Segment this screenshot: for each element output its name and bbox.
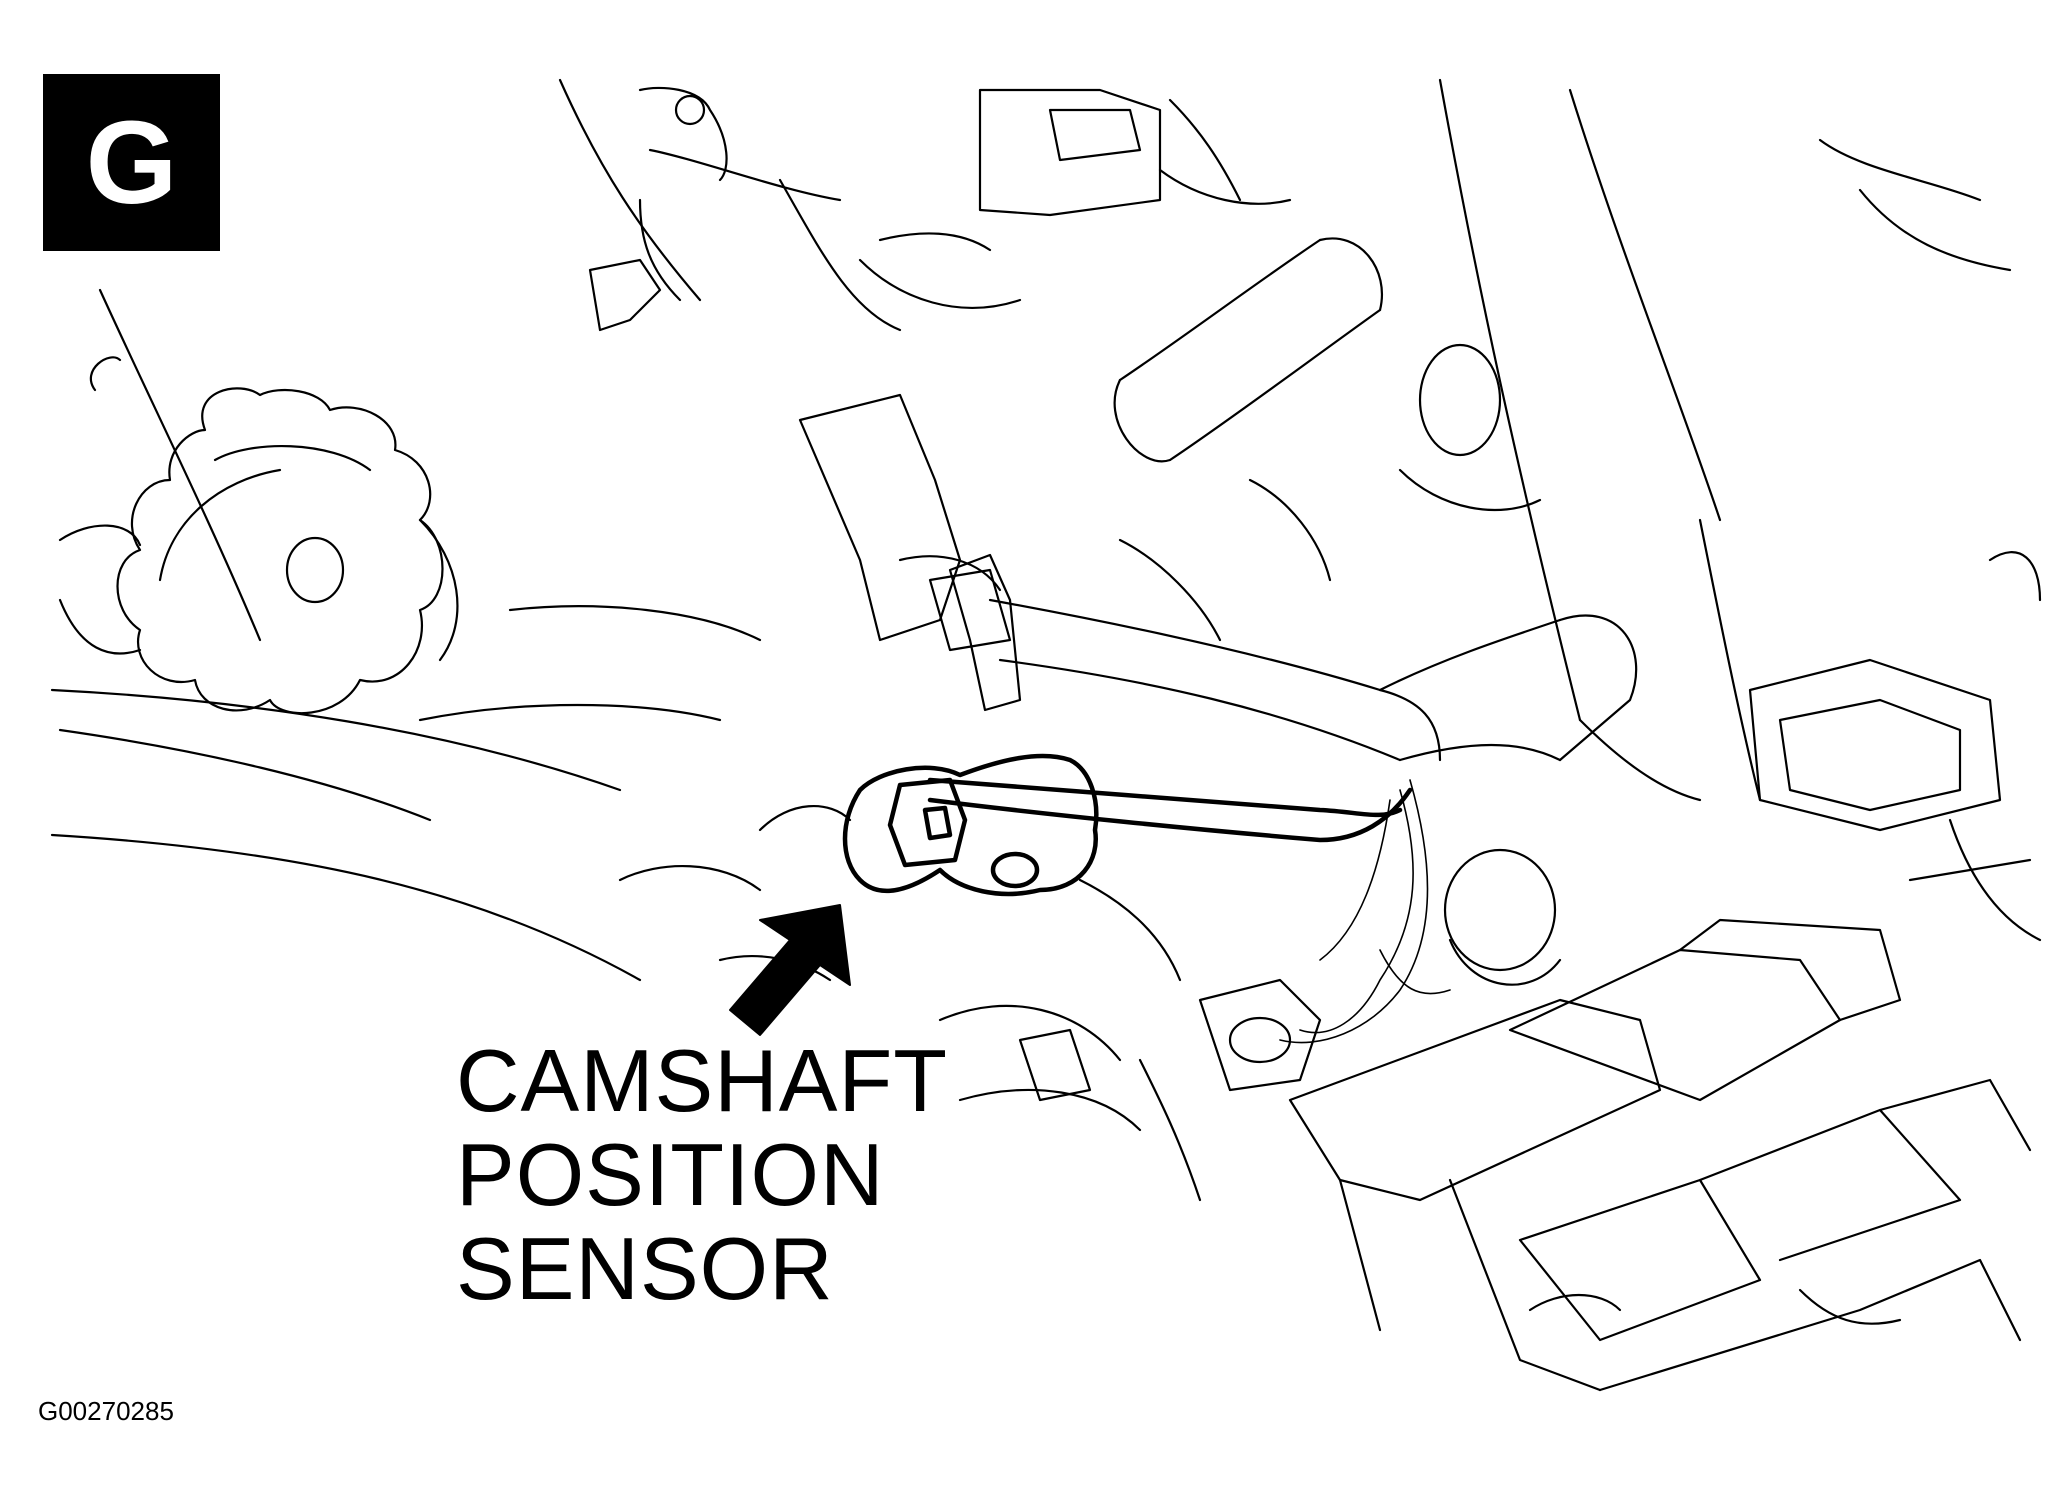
intake-tube (1113, 237, 1542, 512)
hose-clip (948, 553, 1022, 712)
engine-outline-base (50, 833, 642, 982)
callout-line-3: SENSOR (456, 1219, 834, 1318)
section-badge: G (43, 74, 220, 251)
callout-line-2: POSITION (456, 1125, 885, 1224)
right-connector (1748, 551, 2042, 942)
coolant-hose (988, 598, 1638, 762)
camshaft-position-sensor-assembly (842, 753, 1413, 897)
component-callout: CAMSHAFT POSITION SENSOR (456, 1034, 948, 1316)
engine-outline-left (98, 288, 262, 642)
throttle-body (938, 978, 1322, 1202)
pointer-arrow (729, 904, 851, 1036)
canister (1443, 848, 1562, 986)
upper-housing (638, 86, 1292, 332)
engine-outline-lower (50, 688, 622, 792)
center-bracket (798, 393, 1012, 652)
callout-line-1: CAMSHAFT (456, 1031, 948, 1130)
oil-filler-cap (116, 387, 459, 715)
figure-id: G00270285 (38, 1396, 174, 1426)
wiring-harness (1279, 779, 1451, 1044)
intake-manifold (1288, 918, 2032, 1392)
section-letter: G (85, 96, 178, 229)
